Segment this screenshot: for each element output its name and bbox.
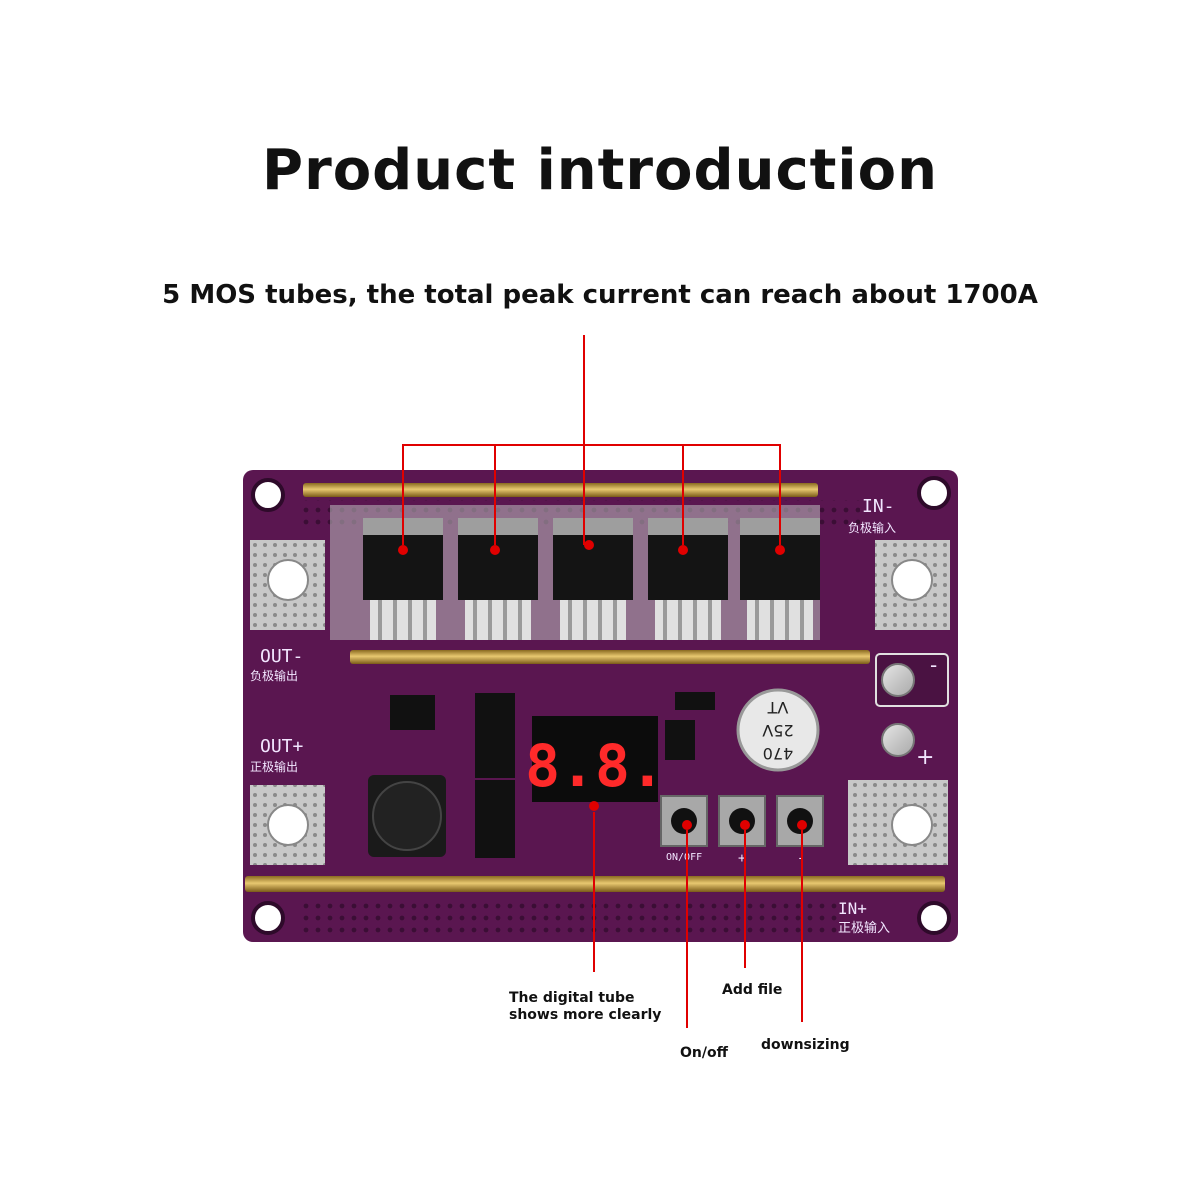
pad-out-neg bbox=[250, 540, 325, 630]
page-subtitle: 5 MOS tubes, the total peak current can … bbox=[162, 280, 1038, 310]
mosfet-3 bbox=[553, 518, 633, 640]
in-neg-cn: 负极输入 bbox=[848, 520, 896, 535]
power-terminal-plus: + bbox=[881, 723, 934, 770]
capacitor-text-1: 470 bbox=[763, 744, 794, 763]
button-onoff-label: ON/OFF bbox=[666, 852, 702, 863]
capacitor-text-2: 25V bbox=[762, 721, 793, 740]
out-neg-cn: 负极输出 bbox=[250, 668, 298, 683]
smd-chip bbox=[390, 695, 435, 730]
digital-tube-display: 8.8. bbox=[525, 716, 665, 802]
driver-ic-lower bbox=[475, 780, 515, 858]
terminal-plus-label: + bbox=[916, 745, 934, 770]
button-minus-label: - bbox=[797, 851, 805, 866]
pad-out-pos bbox=[250, 785, 325, 865]
mount-hole-bottom-right bbox=[917, 901, 951, 935]
callout-digital-tube: The digital tube shows more clearly bbox=[509, 990, 661, 1024]
in-neg-label: IN- bbox=[862, 496, 895, 517]
capacitor-text-3: VT bbox=[767, 698, 788, 717]
mount-hole-top-right bbox=[917, 476, 951, 510]
buzzer bbox=[372, 781, 442, 851]
capacitor: 470 25V VT bbox=[736, 688, 820, 772]
callout-lines bbox=[402, 335, 803, 1028]
via-field-bottom bbox=[300, 898, 840, 934]
display-digits: 8.8. bbox=[525, 732, 665, 800]
in-pos-label: IN+ bbox=[838, 899, 867, 918]
callout-dots bbox=[398, 540, 807, 830]
out-neg-label: OUT- bbox=[260, 646, 303, 667]
copper-bar-top bbox=[303, 483, 818, 497]
mount-hole-bottom-left bbox=[251, 901, 285, 935]
driver-ic-upper bbox=[475, 693, 515, 778]
mosfet-callout-bracket bbox=[402, 444, 781, 545]
pad-in-pos bbox=[848, 780, 948, 865]
mosfet-4 bbox=[648, 518, 728, 640]
out-pos-cn: 正极输出 bbox=[250, 759, 298, 774]
copper-bar-middle bbox=[350, 650, 870, 664]
transistor bbox=[665, 720, 695, 760]
pad-in-neg bbox=[875, 540, 950, 630]
mount-hole-top-left bbox=[251, 478, 285, 512]
callout-digital-tube-line2: shows more clearly bbox=[509, 1007, 662, 1023]
callout-on-off: On/off bbox=[680, 1045, 728, 1061]
out-pos-label: OUT+ bbox=[260, 736, 304, 757]
terminal-minus-label: - bbox=[930, 653, 937, 677]
callout-digital-tube-line1: The digital tube bbox=[509, 990, 635, 1006]
diode bbox=[675, 692, 715, 710]
mosfet-2 bbox=[458, 518, 538, 640]
page-title: Product introduction bbox=[262, 138, 938, 203]
in-pos-cn: 正极输入 bbox=[838, 920, 890, 936]
callout-add-file: Add file bbox=[722, 982, 783, 998]
callout-downsizing: downsizing bbox=[761, 1037, 850, 1053]
button-plus-label: + bbox=[738, 851, 746, 866]
power-terminal-minus: - bbox=[875, 653, 949, 707]
